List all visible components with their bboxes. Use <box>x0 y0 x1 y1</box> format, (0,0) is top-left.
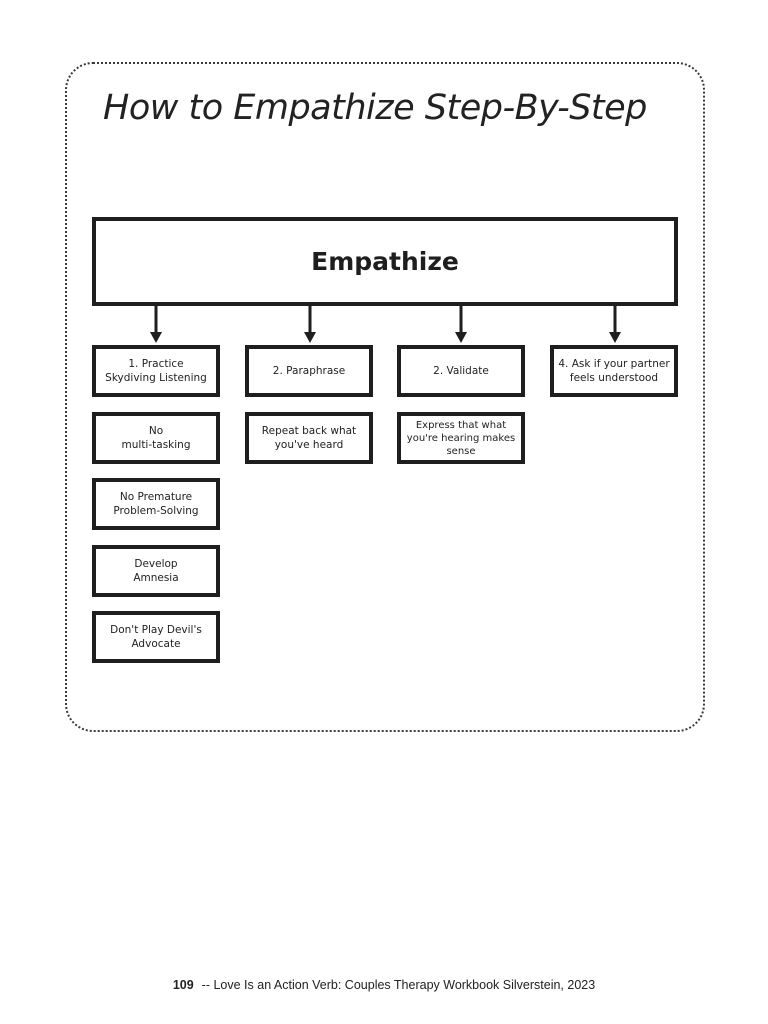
root-node: Empathize <box>92 217 678 306</box>
step-box-1: 1. Practice Skydiving Listening <box>92 345 220 397</box>
arrow-head-step-2 <box>304 332 316 343</box>
sub-item-box: No Premature Problem-Solving <box>92 478 220 530</box>
step-label-3: 2. Validate <box>433 365 489 377</box>
sub-item-label: Express that what you're hearing makes s… <box>406 419 516 457</box>
sub-item-label: No Premature Problem-Solving <box>113 491 199 517</box>
sub-item-box: Don't Play Devil's Advocate <box>92 611 220 663</box>
step-box-2: 2. Paraphrase <box>245 345 373 397</box>
arrow-head-step-4 <box>609 332 621 343</box>
sub-item-box: Express that what you're hearing makes s… <box>397 412 525 464</box>
sub-item-box: No multi-tasking <box>92 412 220 464</box>
page-number: 109 <box>172 978 194 992</box>
diagram-title: How to Empathize Step-By-Step <box>103 88 647 128</box>
sub-item-label: Don't Play Devil's Advocate <box>110 624 202 650</box>
sub-item-label: No multi-tasking <box>121 425 191 451</box>
sub-item-label: Develop Amnesia <box>133 558 179 584</box>
step-label-2: 2. Paraphrase <box>272 365 346 377</box>
page-footer: 109 -- Love Is an Action Verb: Couples Th… <box>0 978 768 992</box>
step-box-4: 4. Ask if your partner feels understood <box>550 345 678 397</box>
footer-citation: -- Love Is an Action Verb: Couples Thera… <box>201 978 596 992</box>
sub-item-label: Repeat back what you've heard <box>261 425 357 451</box>
sub-item-box: Repeat back what you've heard <box>245 412 373 464</box>
arrow-head-step-1 <box>150 332 162 343</box>
root-node-label: Empathize <box>311 247 459 276</box>
step-label-4: 4. Ask if your partner feels understood <box>558 358 670 384</box>
sub-item-box: Develop Amnesia <box>92 545 220 597</box>
step-box-3: 2. Validate <box>397 345 525 397</box>
step-label-1: 1. Practice Skydiving Listening <box>105 358 207 384</box>
diagram-frame <box>65 62 705 732</box>
arrow-head-step-3 <box>455 332 467 343</box>
